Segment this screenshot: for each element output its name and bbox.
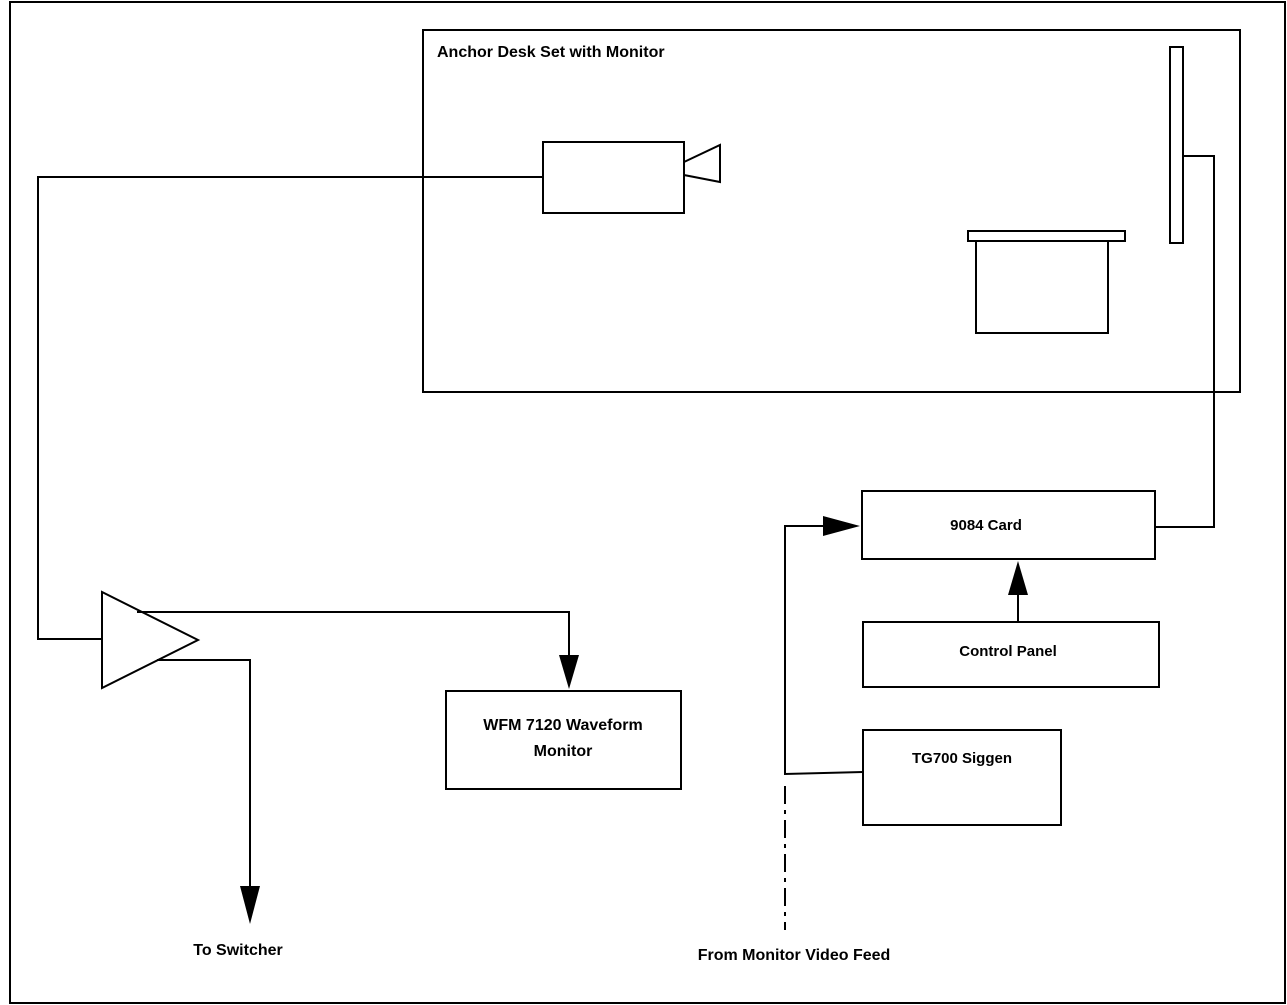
control-to-card-arrow bbox=[1008, 561, 1028, 595]
amplifier-icon bbox=[101, 590, 201, 690]
monitor-feed-label: From Monitor Video Feed bbox=[698, 947, 891, 964]
camera-feed-line bbox=[37, 176, 543, 640]
control-panel-box bbox=[862, 621, 1160, 688]
card-input-arrow bbox=[823, 516, 860, 536]
desk-icon bbox=[967, 230, 1126, 334]
waveform-monitor-label-line2: Monitor bbox=[534, 743, 593, 760]
anchor-desk-set-box bbox=[422, 29, 1241, 393]
waveform-feed-line bbox=[137, 611, 570, 658]
to-switcher-label: To Switcher bbox=[193, 942, 283, 959]
waveform-feed-arrow bbox=[559, 655, 579, 689]
switcher-feed-arrow bbox=[240, 886, 260, 924]
siggen-box bbox=[862, 729, 1062, 826]
anchor-desk-set-label: Anchor Desk Set with Monitor bbox=[437, 44, 665, 61]
siggen-label: TG700 Siggen bbox=[912, 750, 1012, 767]
monitor-icon bbox=[1169, 46, 1184, 244]
card-box bbox=[861, 490, 1156, 560]
waveform-monitor-label-line1: WFM 7120 Waveform bbox=[483, 717, 642, 734]
diagram-frame bbox=[9, 1, 1286, 1004]
camera-icon bbox=[542, 141, 721, 214]
card-label: 9084 Card bbox=[950, 517, 1022, 534]
card-input-line bbox=[784, 525, 864, 776]
switcher-feed-line bbox=[157, 659, 251, 888]
control-panel-label: Control Panel bbox=[959, 643, 1057, 660]
card-to-monitor-line bbox=[1155, 155, 1215, 528]
waveform-monitor-box bbox=[445, 690, 682, 790]
